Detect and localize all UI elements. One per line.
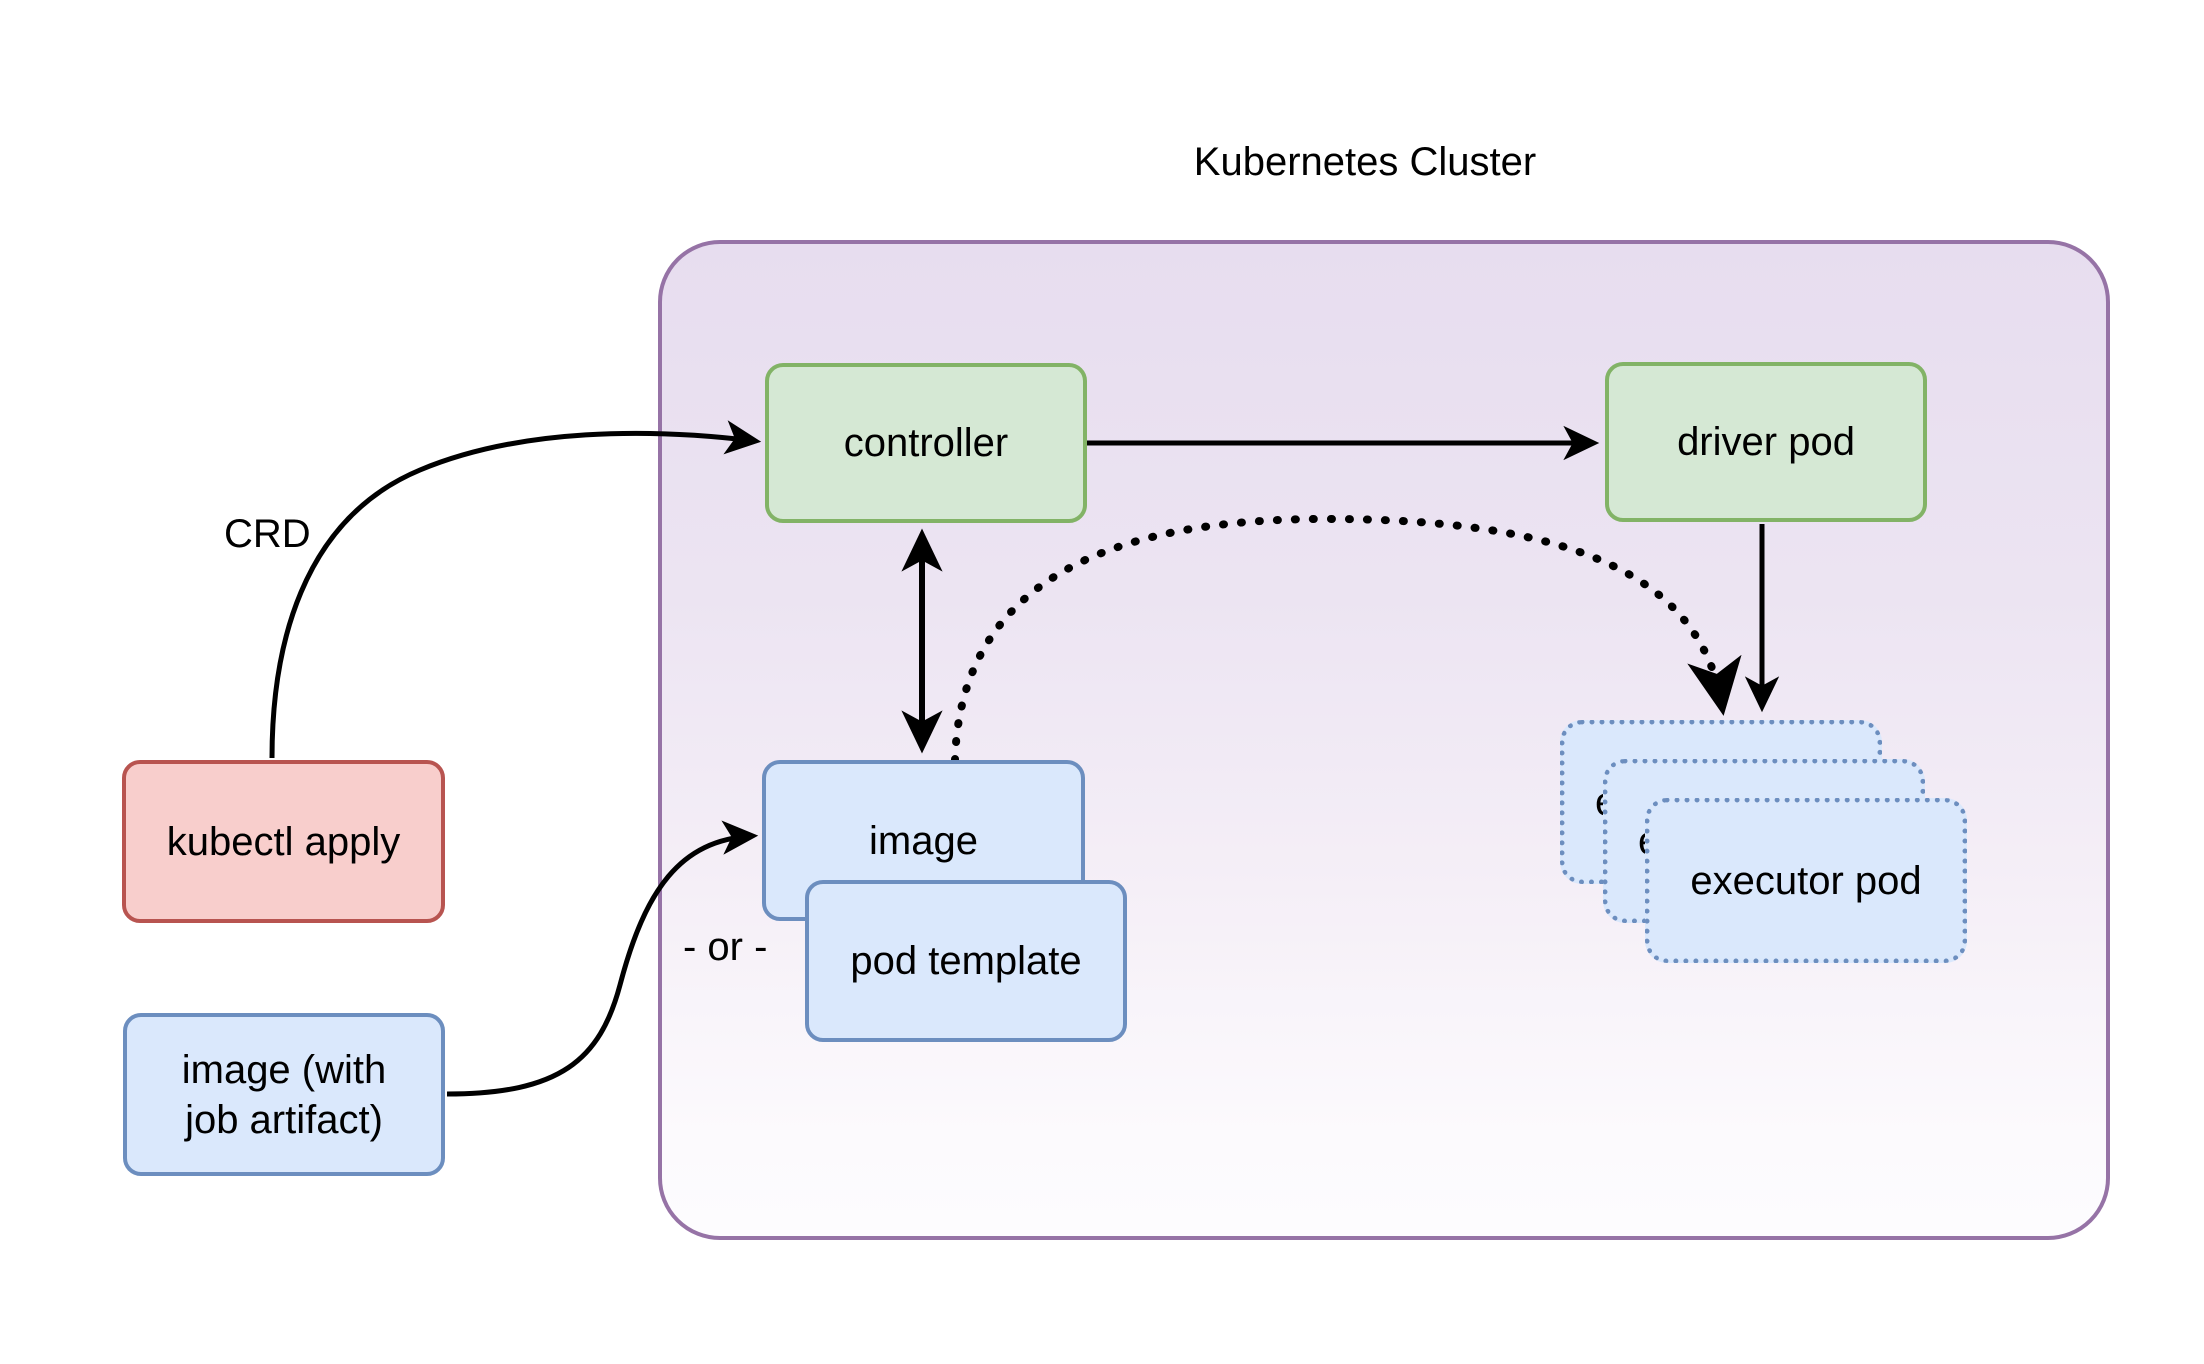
edge-label-crd: CRD <box>224 512 311 556</box>
node-pod-template-label: pod template <box>850 939 1082 983</box>
node-controller-label: controller <box>843 421 1009 465</box>
node-executor-pod-front[interactable]: executor pod <box>1645 798 1967 963</box>
node-driver-pod-label: driver pod <box>1677 420 1855 464</box>
node-pod-template[interactable]: pod template <box>805 880 1127 1042</box>
node-image-with-job-artifact-line-1: image (with <box>181 1047 387 1092</box>
node-kubectl-apply-label: kubectl apply <box>166 819 401 864</box>
edge-label-or: - or - <box>683 925 768 969</box>
node-controller[interactable]: controller <box>765 363 1087 523</box>
node-image-with-job-artifact-label: image (with job artifact) <box>182 1045 387 1145</box>
node-image-with-job-artifact-line-2: job artifact) <box>185 1097 383 1142</box>
node-kubectl-apply[interactable]: kubectl apply <box>122 760 445 923</box>
node-image-label: image <box>869 818 978 863</box>
node-executor-pod-front-label: executor pod <box>1690 858 1922 903</box>
node-image-with-job-artifact[interactable]: image (with job artifact) <box>123 1013 445 1176</box>
node-driver-pod[interactable]: driver pod <box>1605 362 1927 522</box>
cluster-title: Kubernetes Cluster <box>1193 140 1537 184</box>
